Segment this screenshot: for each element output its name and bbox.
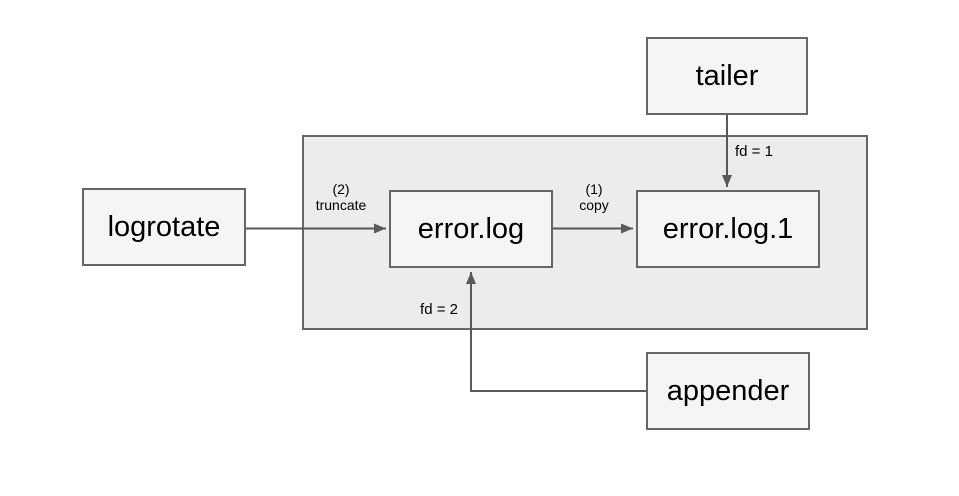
node-appender: appender (646, 352, 810, 430)
node-logrotate: logrotate (82, 188, 246, 266)
node-error-log-1: error.log.1 (636, 190, 820, 268)
node-error-log: error.log (389, 190, 553, 268)
edge-label-truncate-action: truncate (315, 197, 367, 213)
edge-label-truncate-step: (2) (332, 181, 350, 197)
edge-label-truncate: (2) truncate (296, 181, 386, 213)
edge-label-copy-action: copy (579, 197, 609, 213)
edge-label-copy-step: (1) (585, 181, 603, 197)
edge-label-fd1: fd = 1 (735, 143, 773, 160)
edge-label-copy: (1) copy (549, 181, 639, 213)
edge-label-fd2: fd = 2 (420, 301, 458, 318)
node-tailer: tailer (646, 37, 808, 115)
